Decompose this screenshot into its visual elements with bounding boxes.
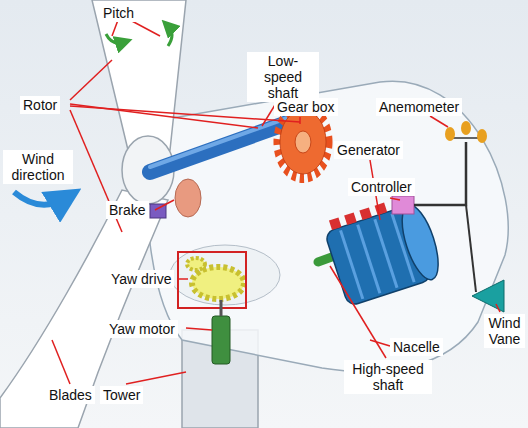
leader-line bbox=[52, 340, 70, 384]
gear-teeth bbox=[277, 106, 329, 178]
gear-body bbox=[280, 110, 326, 174]
generator-stripe bbox=[358, 225, 380, 293]
anemometer-cup bbox=[477, 129, 487, 143]
gear-hub bbox=[295, 131, 311, 153]
leader-line bbox=[186, 328, 212, 330]
leader-line bbox=[299, 117, 301, 124]
generator-coil bbox=[329, 217, 342, 230]
leader-lines bbox=[52, 20, 500, 384]
vane-mast bbox=[466, 205, 476, 292]
generator-stripe bbox=[375, 219, 397, 287]
part-label: Anemometer bbox=[376, 98, 462, 116]
generator bbox=[321, 191, 445, 306]
part-label: Yaw motor bbox=[106, 320, 178, 338]
part-label: Gear box bbox=[274, 98, 338, 116]
low-speed-shaft bbox=[150, 122, 290, 172]
anemometer-mast bbox=[414, 142, 466, 205]
shaft-highlight bbox=[150, 117, 290, 167]
part-label: Generator bbox=[334, 141, 403, 159]
part-label: Tower bbox=[100, 386, 143, 404]
part-label: Rotor bbox=[20, 96, 60, 114]
leader-line bbox=[390, 198, 400, 200]
gear-box bbox=[277, 106, 329, 178]
anemometer-arm bbox=[452, 137, 480, 139]
leader-line bbox=[178, 278, 188, 280]
pitch-arrow bbox=[106, 34, 124, 43]
yaw-pinion bbox=[187, 258, 205, 270]
part-label: Brake bbox=[106, 201, 149, 219]
leader-line bbox=[112, 20, 118, 36]
leader-line bbox=[126, 372, 186, 384]
lower-blade bbox=[0, 190, 168, 428]
part-label: Nacelle bbox=[390, 338, 443, 356]
leader-line bbox=[370, 340, 390, 346]
part-label: Pitch bbox=[100, 4, 137, 22]
brake-disc bbox=[175, 179, 201, 217]
part-label: Low-speed shaft bbox=[247, 52, 319, 102]
yaw-gear bbox=[192, 267, 244, 299]
generator-coil bbox=[359, 207, 372, 220]
wind-vane bbox=[472, 280, 504, 312]
part-label: Wind direction bbox=[3, 150, 73, 184]
generator-coil bbox=[375, 203, 388, 216]
leader-line bbox=[330, 266, 386, 358]
nacelle-housing bbox=[146, 81, 508, 371]
yaw-motor-shaft bbox=[220, 300, 223, 316]
leader-line bbox=[155, 200, 174, 210]
part-label: High-speed shaft bbox=[344, 360, 432, 394]
anemometer-cup bbox=[461, 121, 471, 135]
yaw-highlight-box bbox=[178, 252, 246, 308]
part-label: Controller bbox=[348, 178, 415, 196]
leader-line bbox=[430, 116, 448, 127]
part-label: Wind Vane bbox=[484, 314, 525, 348]
tower-top bbox=[170, 245, 280, 305]
upper-blade bbox=[92, 0, 186, 150]
leader-line bbox=[130, 20, 160, 36]
pitch-arrow bbox=[168, 26, 172, 46]
generator-coil bbox=[344, 212, 357, 225]
leader-line bbox=[496, 304, 500, 312]
part-label: Yaw drive bbox=[108, 270, 174, 288]
anemometer-cup bbox=[445, 127, 455, 141]
wind-arrow bbox=[14, 192, 66, 205]
part-label: Blades bbox=[46, 386, 95, 404]
yaw-motor bbox=[212, 316, 230, 364]
leader-line bbox=[70, 60, 112, 100]
